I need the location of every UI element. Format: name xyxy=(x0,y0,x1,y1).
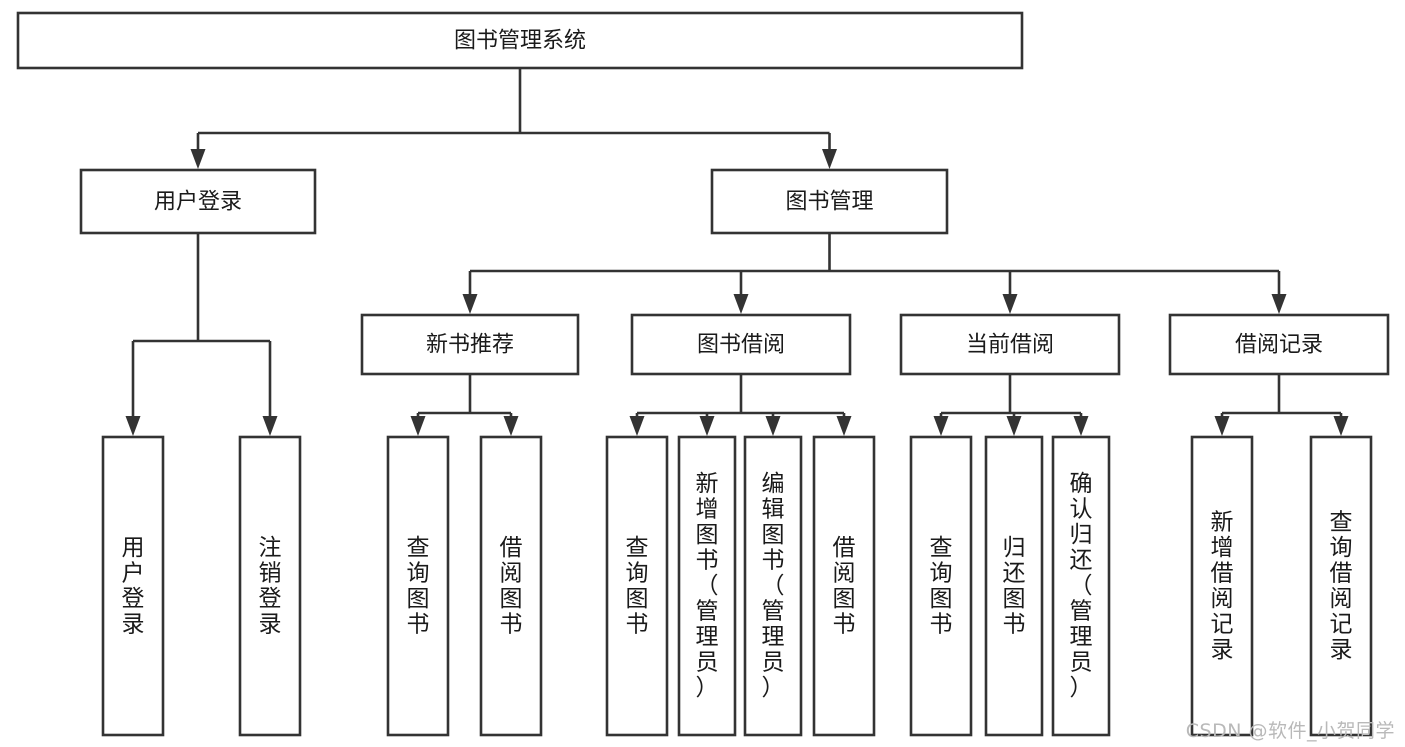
node-leaf-query-book-borrow[interactable]: 查询图书 xyxy=(605,435,669,737)
arrow-head-icon-l3-new-book-recommend-1 xyxy=(503,416,519,436)
node-box-current-borrow xyxy=(899,313,1121,376)
arrow-head-icon-l3-borrow-records-0 xyxy=(1214,416,1230,436)
node-label-leaf-borrow-book-rec: 借阅图书 xyxy=(500,535,523,638)
node-box-leaf-add-record xyxy=(1190,435,1254,737)
node-label-leaf-add-book: 新增图书（管理员） xyxy=(696,471,719,701)
node-box-leaf-query-book-cur xyxy=(909,435,973,737)
node-label-book-management: 图书管理 xyxy=(785,190,873,215)
node-leaf-borrow-book[interactable]: 借阅图书 xyxy=(812,435,876,737)
arrow-head-icon-l3-new-book-recommend-0 xyxy=(410,416,426,436)
node-box-book-borrow xyxy=(630,313,852,376)
node-box-leaf-user-login xyxy=(101,435,165,737)
node-box-borrow-records xyxy=(1168,313,1390,376)
node-leaf-borrow-book-rec[interactable]: 借阅图书 xyxy=(479,435,543,737)
node-label-root: 图书管理系统 xyxy=(454,29,586,54)
node-book-borrow[interactable]: 图书借阅 xyxy=(630,313,852,376)
node-leaf-query-book-cur[interactable]: 查询图书 xyxy=(909,435,973,737)
node-book-management[interactable]: 图书管理 xyxy=(710,168,949,235)
arrow-head-icon-l3-book-borrow-0 xyxy=(629,416,645,436)
edges-layer xyxy=(125,68,1349,436)
node-box-leaf-query-book-rec xyxy=(386,435,450,737)
node-user-login[interactable]: 用户登录 xyxy=(79,168,317,235)
node-leaf-user-logout[interactable]: 注销登录 xyxy=(238,435,302,737)
node-label-new-book-recommend: 新书推荐 xyxy=(426,333,514,358)
arrow-head-icon-l3-current-borrow-0 xyxy=(933,416,949,436)
node-leaf-confirm-return[interactable]: 确认归还（管理员） xyxy=(1051,435,1111,737)
node-label-leaf-query-book-cur: 查询图书 xyxy=(930,535,953,638)
node-box-leaf-query-record xyxy=(1309,435,1373,737)
arrow-head-icon-root-1 xyxy=(822,149,837,169)
node-root[interactable]: 图书管理系统 xyxy=(16,11,1024,70)
node-leaf-add-book[interactable]: 新增图书（管理员） xyxy=(677,435,737,737)
node-box-leaf-return-book xyxy=(984,435,1044,737)
arrow-head-icon-l3-borrow-records-1 xyxy=(1333,416,1349,436)
arrow-head-icon-bookmgmt-2 xyxy=(1002,294,1018,314)
node-label-leaf-confirm-return: 确认归还（管理员） xyxy=(1070,471,1093,701)
arrow-head-icon-l3-current-borrow-1 xyxy=(1006,416,1022,436)
node-label-leaf-user-login: 用户登录 xyxy=(122,535,145,638)
node-box-book-management xyxy=(710,168,949,235)
node-label-leaf-user-logout: 注销登录 xyxy=(259,535,282,638)
node-leaf-edit-book[interactable]: 编辑图书（管理员） xyxy=(743,435,803,737)
node-label-leaf-return-book: 归还图书 xyxy=(1003,535,1026,638)
node-box-leaf-confirm-return xyxy=(1051,435,1111,737)
arrow-head-icon-userlogin-1 xyxy=(262,416,278,436)
node-label-user-login: 用户登录 xyxy=(154,190,242,215)
node-label-book-borrow: 图书借阅 xyxy=(697,333,785,358)
node-box-leaf-borrow-book xyxy=(812,435,876,737)
arrow-head-icon-l3-current-borrow-2 xyxy=(1073,416,1089,436)
csdn-watermark: CSDN @软件_小贺同学 xyxy=(1185,720,1395,742)
node-leaf-add-record[interactable]: 新增借阅记录 xyxy=(1190,435,1254,737)
node-leaf-query-book-rec[interactable]: 查询图书 xyxy=(386,435,450,737)
arrow-head-icon-bookmgmt-0 xyxy=(462,294,478,314)
node-label-leaf-query-record: 查询借阅记录 xyxy=(1330,509,1353,663)
node-label-leaf-edit-book: 编辑图书（管理员） xyxy=(762,471,785,701)
arrow-head-icon-bookmgmt-3 xyxy=(1271,294,1287,314)
node-leaf-query-record[interactable]: 查询借阅记录 xyxy=(1309,435,1373,737)
arrow-head-icon-l3-book-borrow-3 xyxy=(836,416,852,436)
node-label-current-borrow: 当前借阅 xyxy=(966,333,1054,358)
node-box-new-book-recommend xyxy=(360,313,580,376)
arrow-head-icon-userlogin-0 xyxy=(125,416,141,436)
node-box-leaf-edit-book xyxy=(743,435,803,737)
node-label-leaf-query-book-rec: 查询图书 xyxy=(407,535,430,638)
node-leaf-user-login[interactable]: 用户登录 xyxy=(101,435,165,737)
node-leaf-return-book[interactable]: 归还图书 xyxy=(984,435,1044,737)
node-box-leaf-query-book-borrow xyxy=(605,435,669,737)
node-label-leaf-borrow-book: 借阅图书 xyxy=(833,535,856,638)
arrow-head-icon-l3-book-borrow-2 xyxy=(765,416,781,436)
node-box-leaf-borrow-book-rec xyxy=(479,435,543,737)
node-label-borrow-records: 借阅记录 xyxy=(1235,333,1323,358)
node-box-leaf-add-book xyxy=(677,435,737,737)
node-new-book-recommend[interactable]: 新书推荐 xyxy=(360,313,580,376)
arrow-head-icon-l3-book-borrow-1 xyxy=(699,416,715,436)
node-current-borrow[interactable]: 当前借阅 xyxy=(899,313,1121,376)
node-box-leaf-user-logout xyxy=(238,435,302,737)
arrow-head-icon-bookmgmt-1 xyxy=(733,294,749,314)
node-label-leaf-add-record: 新增借阅记录 xyxy=(1211,509,1234,663)
node-borrow-records[interactable]: 借阅记录 xyxy=(1168,313,1390,376)
node-box-root xyxy=(16,11,1024,70)
arrow-head-icon-root-0 xyxy=(190,149,206,169)
nodes-layer: 图书管理系统用户登录图书管理新书推荐图书借阅当前借阅借阅记录用户登录注销登录查询… xyxy=(16,11,1390,737)
node-box-user-login xyxy=(79,168,317,235)
node-label-leaf-query-book-borrow: 查询图书 xyxy=(626,535,649,638)
